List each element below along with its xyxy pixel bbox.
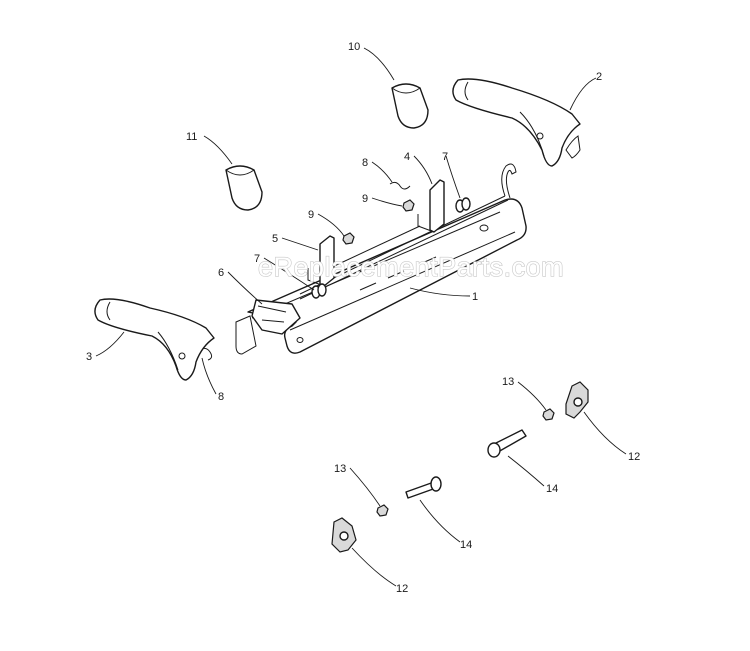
callout-3: 3: [86, 351, 92, 363]
part-1-bracket: [235, 198, 527, 355]
part-3-handle: [94, 298, 215, 381]
callout-14: 14: [546, 483, 558, 495]
callout-6: 6: [218, 267, 224, 279]
callout-12: 12: [396, 583, 408, 595]
leader-lines: [95, 47, 627, 587]
callout-8: 8: [218, 391, 224, 403]
part-10-knob: [391, 83, 429, 129]
callout-9: 9: [308, 209, 314, 221]
callout-10: 10: [348, 41, 360, 53]
callout-12: 12: [628, 451, 640, 463]
part-7-washer: [455, 197, 471, 213]
callout-7: 7: [442, 151, 448, 163]
part-14-bolt: [487, 429, 527, 458]
callout-11: 11: [186, 131, 197, 143]
callout-2: 2: [596, 71, 602, 83]
callout-13: 13: [502, 376, 514, 388]
part-2-handle: [452, 78, 581, 167]
part-14-bolt: [405, 476, 442, 499]
part-12-knob: [565, 381, 589, 419]
callout-13: 13: [334, 463, 346, 475]
part-7-washer: [311, 283, 327, 299]
callout-1: 1: [472, 291, 478, 303]
part-9-nut: [402, 199, 415, 212]
callout-7: 7: [254, 253, 260, 265]
callout-5: 5: [272, 233, 278, 245]
callout-9: 9: [362, 193, 368, 205]
part-12-knob: [331, 517, 357, 553]
part-13-nut: [376, 504, 389, 517]
part-4-bracket: [417, 179, 445, 233]
part-5-bracket: [307, 235, 335, 287]
callout-14: 14: [460, 539, 472, 551]
callout-8: 8: [362, 157, 368, 169]
part-13-nut: [542, 408, 555, 421]
part-8-clip: [389, 181, 411, 190]
watermark-text: eReplacementParts.com: [258, 252, 564, 282]
callout-4: 4: [404, 151, 410, 163]
part-6-assembly: [251, 299, 301, 335]
part-9-nut: [342, 232, 355, 245]
part-11-knob: [225, 165, 263, 211]
